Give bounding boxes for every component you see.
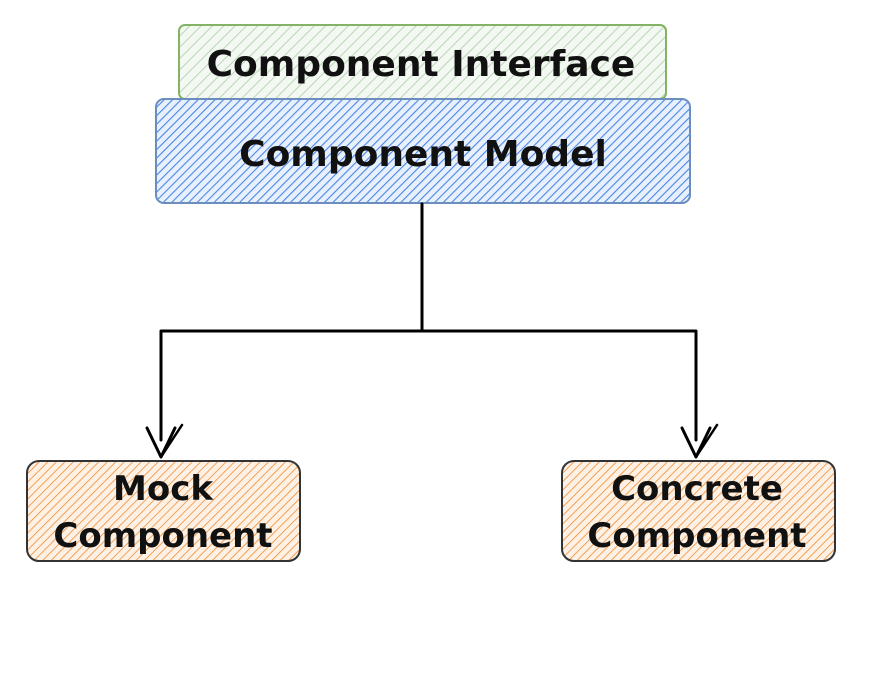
concrete-component-label-line1: Concrete: [611, 469, 783, 509]
mock-component-label-line2: Component: [53, 516, 272, 556]
mock-component-label-line1: Mock: [113, 469, 214, 509]
concrete-component-label-line2: Component: [587, 516, 806, 556]
concrete-component-box[interactable]: Concrete Component: [561, 460, 836, 562]
component-model-box[interactable]: Component Model: [155, 98, 691, 204]
mock-component-box[interactable]: Mock Component: [26, 460, 301, 562]
connector-model-to-mock: [145, 202, 424, 459]
component-model-label: Component Model: [239, 134, 607, 175]
connector-model-to-concrete: [420, 329, 719, 459]
component-interface-label: Component Interface: [207, 44, 636, 85]
component-interface-box[interactable]: Component Interface: [178, 24, 667, 100]
